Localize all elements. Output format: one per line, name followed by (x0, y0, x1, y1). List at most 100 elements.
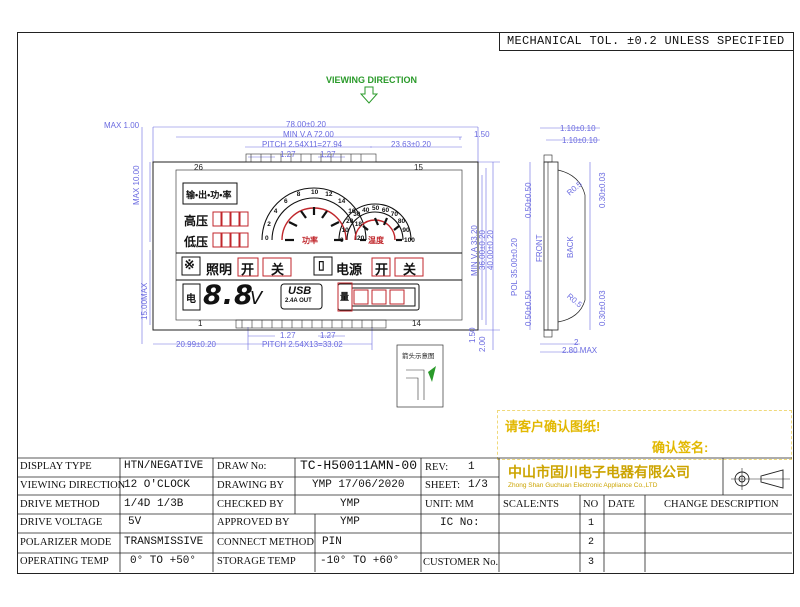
left-value: 12 O'CLOCK (124, 479, 191, 491)
rev-value: 1 (468, 461, 475, 473)
power-icon: ▯ (318, 258, 325, 272)
gauge-right-tick-label: 60 (381, 206, 390, 214)
company-name-cn: 中山市固川电子电器有限公司 (508, 464, 690, 480)
dim-width-78: 78.00±0.20 (286, 120, 326, 129)
revision-number: 3 (588, 557, 595, 568)
gauge-left-tick-label: 10 (311, 189, 319, 196)
mid-value: TC-H50011AMN-00 (300, 458, 418, 473)
gauge-right-tick-label: 80 (397, 218, 406, 226)
gauge-left-tick-label: 8 (296, 191, 301, 199)
sheet-value: 1/3 (468, 479, 488, 491)
gauge-left-tick-label: 12 (325, 191, 333, 199)
mid-value: YMP (340, 498, 360, 510)
gauge-left-tick-label: 16 (348, 207, 356, 215)
scale-label: SCALE:NTS (503, 499, 560, 510)
gauge-left-tick-label: 14 (338, 197, 346, 205)
mid-label: CONNECT METHOD (217, 537, 314, 548)
mid-value: YMP 17/06/2020 (312, 479, 405, 491)
dim-side-280: 2.80 MAX (562, 346, 598, 355)
mid-value: YMP (340, 516, 360, 528)
voltage-unit: V (250, 288, 263, 309)
usb-sublabel: 2.4A OUT (285, 298, 312, 304)
gauge-right-tick-label: 10 (341, 227, 349, 235)
lcd-mode-right: 温度 (368, 236, 384, 245)
left-label: DRIVE METHOD (20, 499, 100, 510)
light-icon: ※ (184, 257, 195, 272)
pin-1: 1 (198, 319, 203, 328)
left-value: HTN/NEGATIVE (124, 460, 204, 472)
left-label: VIEWING DIRECTION (20, 480, 126, 491)
light-label: 照明 (206, 262, 233, 277)
pin-14: 14 (412, 319, 421, 328)
gauge-right-tick-label: 30 (353, 211, 361, 219)
left-value: 5V (128, 516, 142, 528)
voltage-digits: 8.8 (203, 280, 254, 311)
outer-frame (17, 32, 794, 574)
light-off: 关 (271, 262, 285, 277)
gauge-right-tick-label: 70 (390, 211, 399, 219)
left-value: 1/4D 1/3B (124, 498, 184, 510)
battery-right-icon: 量 (340, 292, 350, 302)
confirmation-stamp (497, 410, 792, 460)
viewing-direction-label: VIEWING DIRECTION (326, 75, 418, 85)
dim-min-va-72: MIN V.A 72.00 (283, 130, 334, 139)
usb-label: USB (288, 285, 312, 297)
left-label: POLARIZER MODE (20, 537, 112, 548)
dim-pitch-top: PITCH 2.54X11=27.94 (262, 140, 343, 149)
lcd-low-voltage: 低压 (184, 235, 209, 249)
power-label: 电源 (336, 262, 363, 277)
col-change: CHANGE DESCRIPTION (664, 499, 779, 510)
gauge-left-tick-label: 0 (265, 235, 269, 242)
dim-max-100: MAX 1.00 (104, 121, 140, 130)
customer-label: CUSTOMER No. (423, 557, 499, 568)
dim-127-b: 1.27 (320, 150, 336, 159)
dim-side-110b: 1.10±0.10 (562, 136, 598, 145)
mid-label: APPROVED BY (217, 517, 290, 528)
stamp-line-1: 请客户确认图纸! (505, 419, 601, 434)
dim-150-top: 1.50 (474, 130, 490, 139)
gauge-right-tick-label: 20 (346, 218, 354, 226)
company-name-en: Zhong Shan Guchuan Electronic Appliance … (508, 482, 658, 489)
dim-2099: 20.99±0.20 (176, 340, 216, 349)
revision-number: 1 (588, 518, 595, 529)
light-on: 开 (241, 262, 255, 277)
dim-side-2: 2 (574, 338, 579, 347)
mid-value: PIN (322, 536, 342, 548)
col-no: NO (583, 499, 599, 510)
gauge-left-tick-label: 2 (267, 220, 271, 228)
gauge-right-tick-label: 40 (362, 206, 370, 214)
mid-label: DRAWING BY (217, 480, 285, 491)
stamp-line-2: 确认签名: (652, 440, 709, 455)
power-off: 关 (403, 262, 417, 277)
dim-127-c: 1.27 (280, 331, 296, 340)
battery-left-icon: 电 (186, 294, 196, 305)
detail-caption: 箭头示意图 (402, 353, 435, 360)
pin-26: 26 (194, 163, 203, 172)
tolerance-box (499, 32, 793, 51)
mid-label: CHECKED BY (217, 499, 284, 510)
mid-label: DRAW No: (217, 461, 267, 472)
left-value: 0° TO +50° (130, 555, 197, 567)
lcd-title-box: 输•出•功•率 (186, 190, 232, 200)
tolerance-note: MECHANICAL TOL. ±0.2 UNLESS SPECIFIED (507, 34, 785, 48)
gauge-left-tick-label: 4 (273, 207, 278, 215)
dim-2363: 23.63±0.20 (391, 140, 431, 149)
viewing-direction-arrow-icon (360, 86, 378, 104)
mid-value: -10° TO +60° (320, 555, 400, 567)
sheet-label: SHEET: (425, 480, 461, 491)
gauge-left-tick-label: 6 (283, 197, 288, 205)
gauge-left-tick-label: 18 (354, 220, 362, 228)
pin-15: 15 (414, 163, 423, 172)
gauge-right-tick-label: 50 (372, 205, 380, 212)
dim-127-a: 1.27 (280, 150, 296, 159)
left-label: DRIVE VOLTAGE (20, 517, 103, 528)
left-label: DISPLAY TYPE (20, 461, 92, 472)
rev-label: REV: (425, 462, 449, 473)
front-view-outline (141, 126, 600, 408)
gauge-right-tick-label: 100 (404, 237, 415, 244)
gauge-left-tick-label: 20 (357, 235, 365, 242)
lcd-mode-left: 功率 (302, 236, 318, 245)
dim-pitch-bottom: PITCH 2.54X13=33.02 (262, 340, 343, 349)
